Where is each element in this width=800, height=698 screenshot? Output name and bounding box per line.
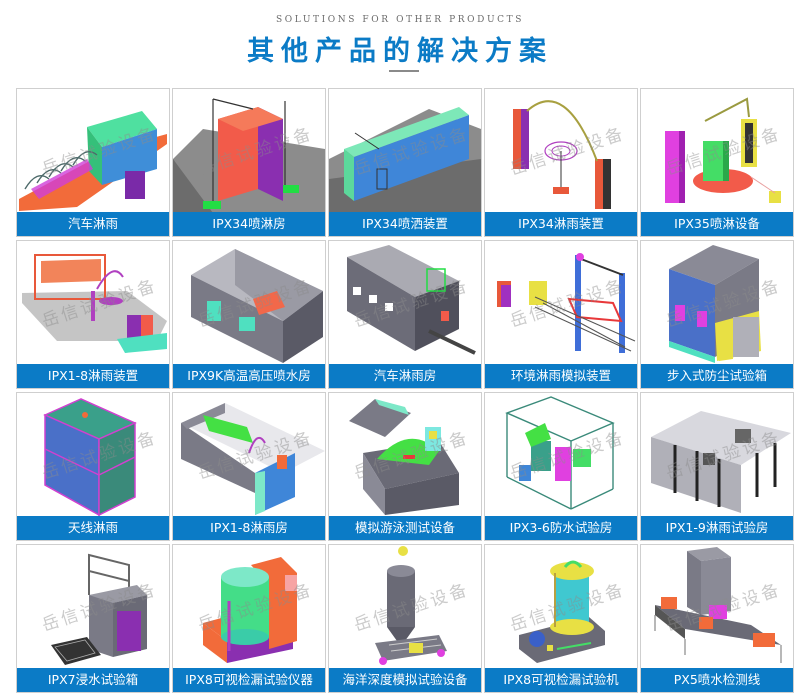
product-label[interactable]: IPX7浸水试验箱 bbox=[17, 668, 169, 692]
product-card[interactable]: 岳信试验设备 海洋深度模拟试验设备 bbox=[328, 544, 482, 693]
product-image-ipx1-8-rain-device[interactable]: 岳信试验设备 bbox=[17, 241, 169, 365]
product-card[interactable]: 岳信试验设备 IPX34喷淋房 bbox=[172, 88, 326, 237]
product-card[interactable]: 岳信试验设备 IPX1-8淋雨房 bbox=[172, 392, 326, 541]
product-label[interactable]: 步入式防尘试验箱 bbox=[641, 364, 793, 388]
product-image-ipx34-spray-room[interactable]: 岳信试验设备 bbox=[173, 89, 325, 213]
product-label[interactable]: 海洋深度模拟试验设备 bbox=[329, 668, 481, 692]
product-label[interactable]: IPX1-9淋雨试验房 bbox=[641, 516, 793, 540]
product-label[interactable]: PX5喷水检测线 bbox=[641, 668, 793, 692]
product-label[interactable]: IPX1-8淋雨装置 bbox=[17, 364, 169, 388]
product-label[interactable]: 模拟游泳测试设备 bbox=[329, 516, 481, 540]
product-image-environment-rain-simulator[interactable]: 岳信试验设备 bbox=[485, 241, 637, 365]
product-label[interactable]: IPX34淋雨装置 bbox=[485, 212, 637, 236]
product-image-ipx8-visual-leak-machine[interactable]: 岳信试验设备 bbox=[485, 545, 637, 669]
product-card[interactable]: 岳信试验设备 IPX34喷洒装置 bbox=[328, 88, 482, 237]
product-image-antenna-rain[interactable]: 岳信试验设备 bbox=[17, 393, 169, 517]
product-card[interactable]: 岳信试验设备 PX5喷水检测线 bbox=[640, 544, 794, 693]
product-card[interactable]: 岳信试验设备 IPX1-9淋雨试验房 bbox=[640, 392, 794, 541]
product-image-ipx34-sprinkler-device[interactable]: 岳信试验设备 bbox=[329, 89, 481, 213]
section-header: SOLUTIONS FOR OTHER PRODUCTS 其他产品的解决方案 bbox=[0, 0, 800, 80]
product-label[interactable]: IPX3-6防水试验房 bbox=[485, 516, 637, 540]
product-grid: 岳信试验设备 汽车淋雨 岳信试验设备 IPX34喷淋房 岳信试验设备 IPX34… bbox=[16, 88, 795, 694]
product-label[interactable]: IPX34喷洒装置 bbox=[329, 212, 481, 236]
product-image-ipx3-6-waterproof-room[interactable]: 岳信试验设备 bbox=[485, 393, 637, 517]
product-label[interactable]: IPX1-8淋雨房 bbox=[173, 516, 325, 540]
product-label[interactable]: IPX34喷淋房 bbox=[173, 212, 325, 236]
product-label[interactable]: IPX35喷淋设备 bbox=[641, 212, 793, 236]
product-card[interactable]: 岳信试验设备 IPX34淋雨装置 bbox=[484, 88, 638, 237]
title-underline-divider bbox=[389, 70, 419, 72]
product-card[interactable]: 岳信试验设备 IPX35喷淋设备 bbox=[640, 88, 794, 237]
product-label[interactable]: IPX9K高温高压喷水房 bbox=[173, 364, 325, 388]
product-label[interactable]: IPX8可视检漏试验机 bbox=[485, 668, 637, 692]
product-label[interactable]: 汽车淋雨房 bbox=[329, 364, 481, 388]
product-card[interactable]: 岳信试验设备 IPX8可视检漏试验仪器 bbox=[172, 544, 326, 693]
product-image-ipx1-9-rain-room[interactable]: 岳信试验设备 bbox=[641, 393, 793, 517]
product-image-ipx8-visual-leak-instrument[interactable]: 岳信试验设备 bbox=[173, 545, 325, 669]
product-image-ipx9k-high-pressure-room[interactable]: 岳信试验设备 bbox=[173, 241, 325, 365]
product-label[interactable]: 环境淋雨模拟装置 bbox=[485, 364, 637, 388]
product-image-px5-spray-test-line[interactable]: 岳信试验设备 bbox=[641, 545, 793, 669]
product-card[interactable]: 岳信试验设备 IPX7浸水试验箱 bbox=[16, 544, 170, 693]
product-card[interactable]: 岳信试验设备 IPX3-6防水试验房 bbox=[484, 392, 638, 541]
product-card[interactable]: 岳信试验设备 IPX9K高温高压喷水房 bbox=[172, 240, 326, 389]
product-card[interactable]: 岳信试验设备 天线淋雨 bbox=[16, 392, 170, 541]
product-card[interactable]: 岳信试验设备 步入式防尘试验箱 bbox=[640, 240, 794, 389]
product-image-swim-simulation-tester[interactable]: 岳信试验设备 bbox=[329, 393, 481, 517]
product-label[interactable]: 汽车淋雨 bbox=[17, 212, 169, 236]
product-image-ipx1-8-rain-room[interactable]: 岳信试验设备 bbox=[173, 393, 325, 517]
product-card[interactable]: 岳信试验设备 IPX8可视检漏试验机 bbox=[484, 544, 638, 693]
section-subtitle: SOLUTIONS FOR OTHER PRODUCTS bbox=[275, 15, 524, 25]
product-card[interactable]: 岳信试验设备 汽车淋雨房 bbox=[328, 240, 482, 389]
product-card[interactable]: 岳信试验设备 IPX1-8淋雨装置 bbox=[16, 240, 170, 389]
product-image-walk-in-dust-chamber[interactable]: 岳信试验设备 bbox=[641, 241, 793, 365]
product-label[interactable]: IPX8可视检漏试验仪器 bbox=[173, 668, 325, 692]
product-image-ipx7-immersion-chamber[interactable]: 岳信试验设备 bbox=[17, 545, 169, 669]
product-card[interactable]: 岳信试验设备 模拟游泳测试设备 bbox=[328, 392, 482, 541]
product-image-ipx35-spray-equipment[interactable]: 岳信试验设备 bbox=[641, 89, 793, 213]
product-card[interactable]: 岳信试验设备 汽车淋雨 bbox=[16, 88, 170, 237]
section-title: 其他产品的解决方案 bbox=[247, 36, 553, 67]
product-image-ocean-depth-simulator[interactable]: 岳信试验设备 bbox=[329, 545, 481, 669]
product-image-car-rain-room[interactable]: 岳信试验设备 bbox=[329, 241, 481, 365]
product-image-ipx34-rain-device[interactable]: 岳信试验设备 bbox=[485, 89, 637, 213]
product-image-car-rain-test-line[interactable]: 岳信试验设备 bbox=[17, 89, 169, 213]
product-label[interactable]: 天线淋雨 bbox=[17, 516, 169, 540]
product-card[interactable]: 岳信试验设备 环境淋雨模拟装置 bbox=[484, 240, 638, 389]
